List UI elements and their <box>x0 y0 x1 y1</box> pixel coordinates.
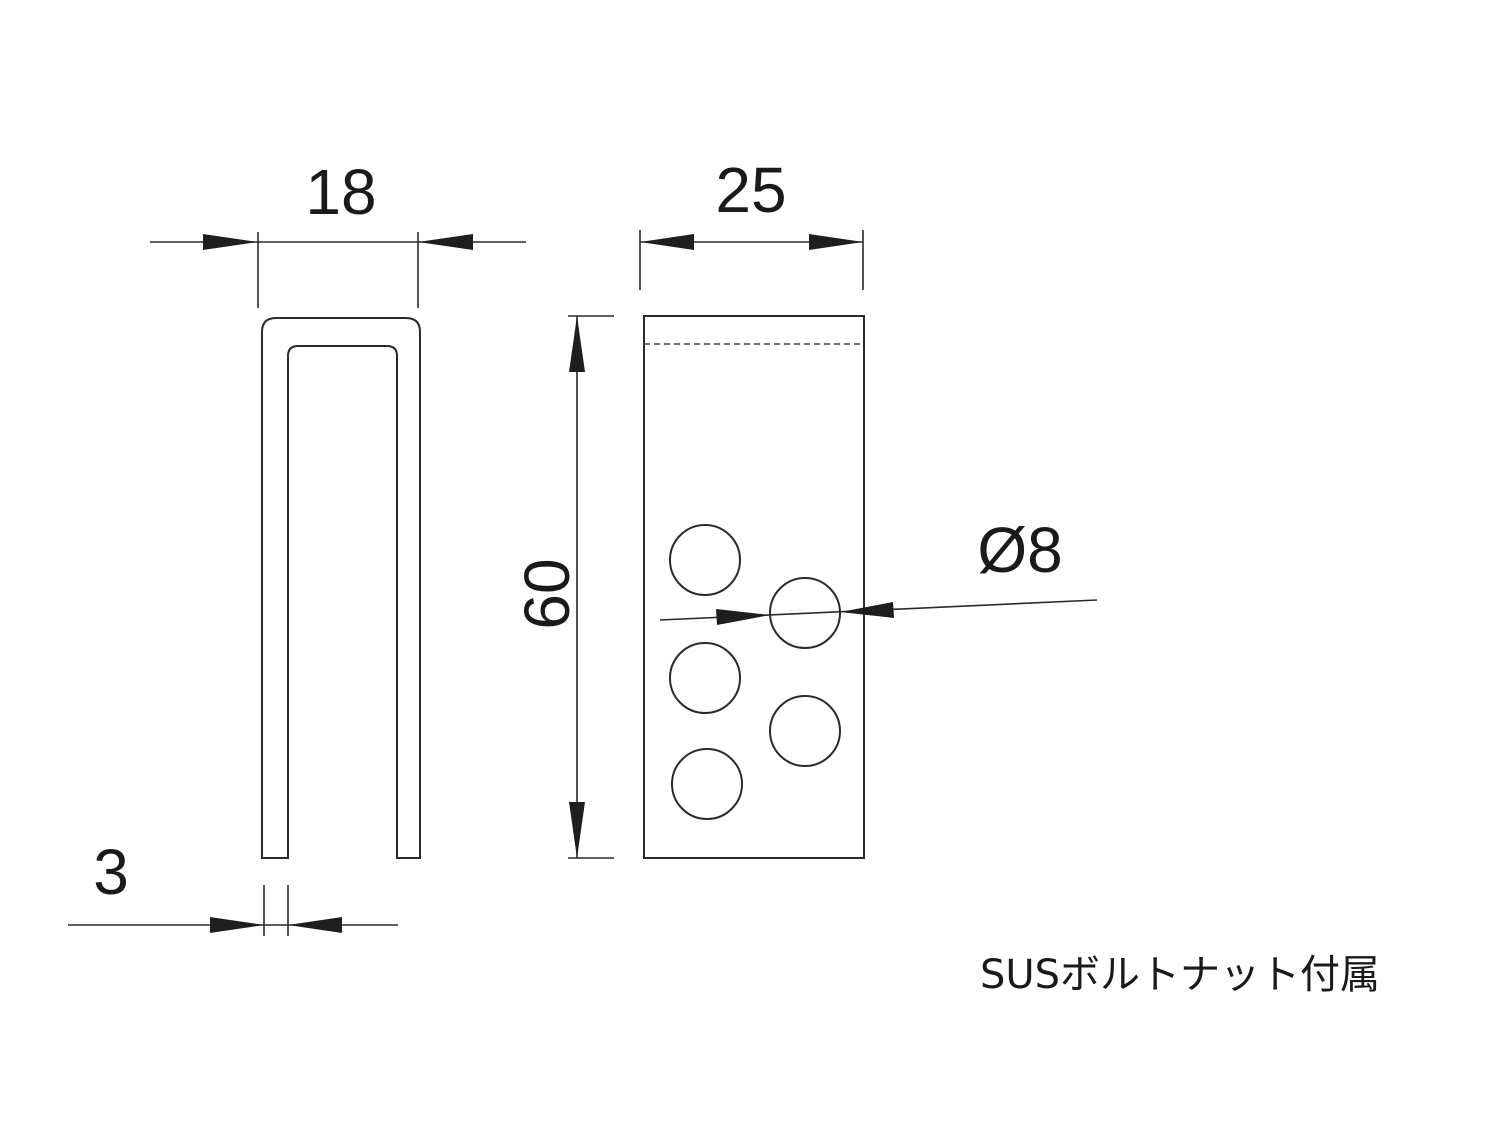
arrow-25-left <box>640 234 694 250</box>
arrow-18-left <box>203 234 258 250</box>
side-view <box>261 317 421 859</box>
dimension-thickness: 3 <box>68 836 398 936</box>
note-text: SUSボルトナット付属 <box>980 952 1381 998</box>
plate-outline <box>643 315 865 859</box>
dimension-height: 60 <box>511 315 614 859</box>
arrow-3-left <box>210 917 264 933</box>
dim-3-label: 3 <box>93 836 129 908</box>
bolt-hole-4 <box>769 695 841 767</box>
bolt-hole-2 <box>769 577 841 649</box>
arrow-hole-right <box>840 602 894 618</box>
dim-25-label: 25 <box>715 154 786 226</box>
arrow-hole-left <box>716 609 770 625</box>
arrow-18-right <box>418 234 473 250</box>
dimension-hole-diameter: Ø8 <box>659 514 1098 625</box>
u-channel-outer <box>261 317 421 859</box>
front-view <box>643 315 865 859</box>
arrow-60-top <box>569 316 585 372</box>
arrow-3-right <box>288 917 342 933</box>
dimension-width-front: 25 <box>639 154 864 290</box>
dim-18-label: 18 <box>305 156 376 228</box>
bolt-hole-5 <box>671 748 743 820</box>
dimension-width-top: 18 <box>150 156 526 308</box>
dim-60-label: 60 <box>511 558 583 629</box>
bolt-hole-3 <box>669 642 741 714</box>
arrow-60-bottom <box>569 802 585 858</box>
dim-hole-label: Ø8 <box>977 514 1062 586</box>
bolt-hole-1 <box>669 524 741 596</box>
arrow-25-right <box>809 234 863 250</box>
